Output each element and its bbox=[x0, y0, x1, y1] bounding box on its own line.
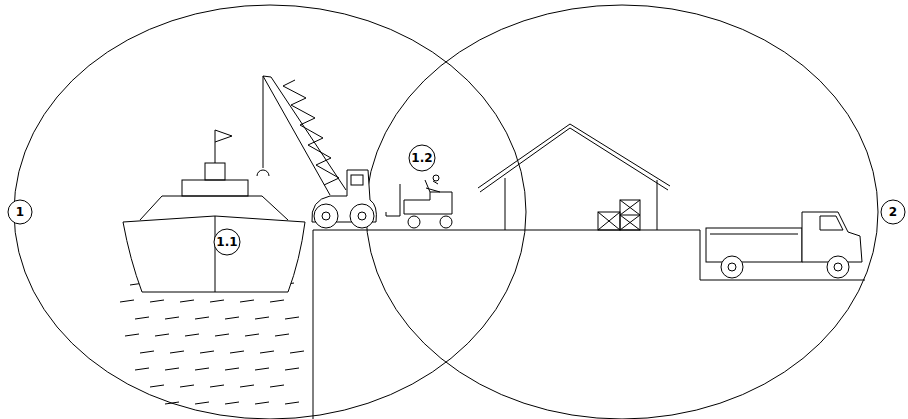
ship-funnel bbox=[205, 163, 225, 180]
forklift-driver bbox=[425, 180, 440, 192]
ship-bridge bbox=[182, 180, 248, 196]
crane-cable bbox=[263, 76, 264, 168]
crane-hub bbox=[358, 212, 366, 220]
truck-cargo-box bbox=[706, 228, 802, 262]
warehouse-post bbox=[505, 178, 657, 230]
crane-lattice bbox=[283, 80, 339, 185]
crate-cross bbox=[598, 212, 620, 230]
callout-number: 2 bbox=[889, 206, 897, 218]
water-waves bbox=[120, 283, 304, 404]
callout-number: 1 bbox=[16, 206, 24, 218]
ship-hull bbox=[123, 216, 305, 292]
callout-circle bbox=[214, 229, 240, 255]
crane-hub bbox=[322, 212, 330, 220]
crane-boom bbox=[263, 76, 346, 195]
ship-flag bbox=[215, 130, 232, 142]
truck-wheel bbox=[721, 256, 743, 278]
truck-hub bbox=[728, 263, 736, 271]
forklift-body bbox=[404, 192, 452, 214]
ship-mast bbox=[215, 130, 216, 163]
forklift-wheel bbox=[408, 216, 420, 228]
crane-wheel bbox=[314, 204, 338, 228]
truck-cab bbox=[802, 212, 862, 262]
forklift-wheel bbox=[440, 216, 452, 228]
callout-number: 1.1 bbox=[216, 236, 237, 248]
callout-circle bbox=[8, 200, 32, 224]
crane-window bbox=[351, 175, 363, 185]
callout-circle bbox=[881, 200, 905, 224]
truck-window bbox=[820, 216, 843, 230]
crane-hook bbox=[257, 170, 269, 176]
crate bbox=[620, 200, 640, 230]
truck-hub bbox=[834, 263, 842, 271]
zone-ellipse bbox=[14, 5, 526, 419]
callout-circle bbox=[409, 145, 435, 171]
forklift-mast bbox=[386, 184, 400, 216]
quay-wall bbox=[313, 230, 314, 419]
forklift-driver-head bbox=[433, 175, 439, 181]
ship-deck-house bbox=[140, 196, 288, 220]
zone-ellipse bbox=[366, 5, 878, 419]
illustration bbox=[8, 5, 905, 419]
warehouse-roof bbox=[478, 124, 670, 188]
crate-cross bbox=[620, 200, 640, 230]
crane-wheel bbox=[350, 204, 374, 228]
warehouse-roof bbox=[480, 128, 668, 192]
crate bbox=[598, 212, 620, 230]
truck-wheel bbox=[827, 256, 849, 278]
truck-rail bbox=[710, 234, 798, 235]
callout-number: 1.2 bbox=[411, 152, 432, 164]
ship-keel-line bbox=[215, 216, 216, 292]
